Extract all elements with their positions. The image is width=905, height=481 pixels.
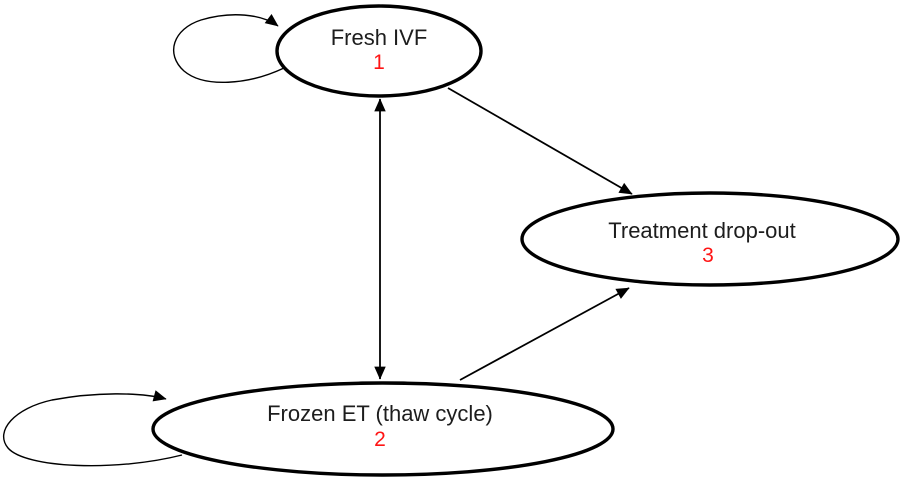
- edge-frozen-et-to-treatment-dropout-arrow: [459, 287, 630, 381]
- node-frozen-et-label: Frozen ET (thaw cycle): [267, 401, 493, 426]
- node-treatment-dropout-ellipse: [520, 191, 900, 287]
- node-frozen-et-number: 2: [374, 428, 386, 451]
- node-frozen-et: Frozen ET (thaw cycle) 2: [151, 381, 615, 477]
- node-fresh-ivf-number: 1: [373, 51, 385, 74]
- node-treatment-dropout-number: 3: [702, 244, 714, 267]
- edge-fresh-ivf-self-loop: [173, 14, 285, 84]
- edge-frozen-et-self-loop: [2, 390, 183, 467]
- node-frozen-et-ellipse: [151, 381, 615, 477]
- edge-fresh-ivf-to-treatment-dropout-arrow: [447, 87, 633, 195]
- node-fresh-ivf: Fresh IVF 1: [275, 4, 483, 98]
- node-treatment-dropout: Treatment drop-out 3: [520, 191, 900, 287]
- node-fresh-ivf-ellipse: [275, 4, 483, 98]
- node-fresh-ivf-label: Fresh IVF: [331, 25, 428, 50]
- node-treatment-dropout-label: Treatment drop-out: [608, 218, 796, 243]
